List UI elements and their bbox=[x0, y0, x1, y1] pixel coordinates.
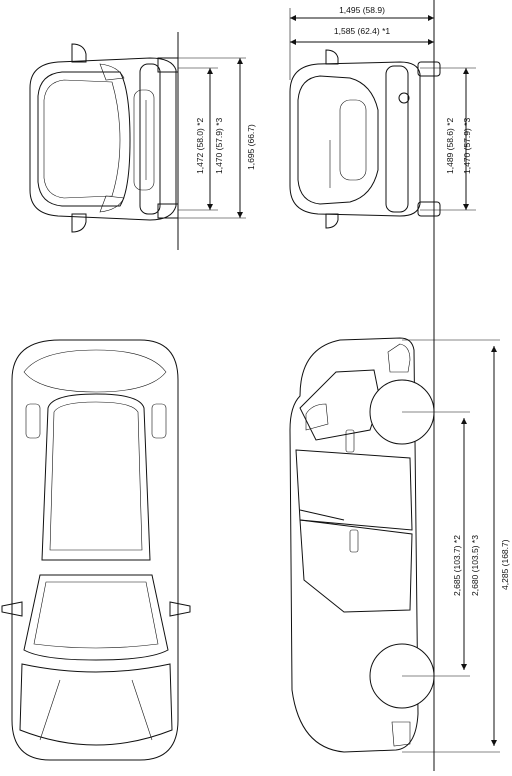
top-hood bbox=[19, 663, 173, 746]
top-rear-light-right bbox=[151, 403, 167, 439]
front-bumper bbox=[139, 63, 161, 215]
rear-mirror-bottom bbox=[325, 213, 339, 229]
top-mirror-left bbox=[1, 601, 23, 617]
top-width-label-2: 1,585 (62.4) *1 bbox=[334, 26, 391, 36]
side-rear-door bbox=[295, 449, 413, 531]
front-mirror-bottom bbox=[71, 213, 87, 233]
top-rear-light-left bbox=[25, 403, 41, 439]
top-mirror-right bbox=[169, 601, 191, 617]
rear-tire-bottom bbox=[417, 201, 441, 217]
top-windshield-inner bbox=[33, 581, 159, 649]
side-quarter-window bbox=[305, 403, 329, 431]
front-headlight-top bbox=[99, 63, 125, 81]
top-roof-inner bbox=[49, 401, 143, 551]
front-windshield-inner bbox=[43, 79, 121, 199]
rear-window bbox=[297, 75, 379, 205]
wheelbase-label-3: 2,680 (103.5) *3 bbox=[470, 535, 480, 596]
side-rear-handle bbox=[345, 429, 355, 453]
rear-height-label-3: 1,470 (57.9) *3 bbox=[462, 117, 472, 174]
front-tire-top bbox=[157, 57, 179, 73]
rear-mirror-top bbox=[325, 49, 339, 65]
front-body bbox=[29, 57, 177, 221]
front-height-label-3: 1,470 (57.9) *3 bbox=[214, 117, 224, 174]
front-grille bbox=[133, 89, 155, 191]
top-rear-glass bbox=[23, 349, 167, 393]
top-windshield bbox=[23, 574, 169, 661]
side-door-line bbox=[299, 509, 345, 521]
rear-tire-top bbox=[417, 61, 441, 77]
side-rear-window bbox=[299, 369, 381, 441]
top-hood-line-left bbox=[39, 679, 61, 741]
rear-bumper bbox=[385, 65, 409, 213]
front-view: 1,472 (58.0) *2 1,470 (57.9) *3 1,695 (6… bbox=[29, 32, 256, 250]
top-view bbox=[1, 339, 191, 761]
front-height-label-2: 1,472 (58.0) *2 bbox=[195, 117, 205, 174]
rear-tow-hook-icon bbox=[398, 92, 410, 104]
top-body bbox=[11, 339, 179, 761]
side-front-handle bbox=[349, 529, 359, 553]
front-headlight-bottom bbox=[99, 195, 125, 213]
rear-body bbox=[289, 61, 421, 217]
rear-hatch-panel bbox=[339, 99, 367, 181]
top-width-label-1: 1,495 (58.9) bbox=[339, 5, 385, 15]
side-front-door bbox=[299, 519, 413, 613]
side-body bbox=[289, 337, 419, 753]
front-width-label: 1,695 (66.7) bbox=[246, 124, 256, 170]
rear-view: 1,495 (58.9) 1,585 (62.4) *1 1,489 (58.6… bbox=[289, 5, 476, 229]
front-mirror-top bbox=[71, 43, 87, 63]
front-windshield bbox=[37, 71, 131, 207]
overall-length-label: 4,285 (168.7) bbox=[500, 539, 510, 590]
side-front-bumper bbox=[391, 721, 411, 747]
wheelbase-label-2: 2,685 (103.7) *2 bbox=[452, 535, 462, 596]
top-roof bbox=[41, 393, 151, 561]
side-view: 2,685 (103.7) *2 2,680 (103.5) *3 4,285 … bbox=[289, 337, 510, 753]
rear-height-label-2: 1,489 (58.6) *2 bbox=[445, 117, 455, 174]
top-hood-line-right bbox=[131, 679, 153, 741]
side-tail-lamp bbox=[387, 343, 411, 373]
